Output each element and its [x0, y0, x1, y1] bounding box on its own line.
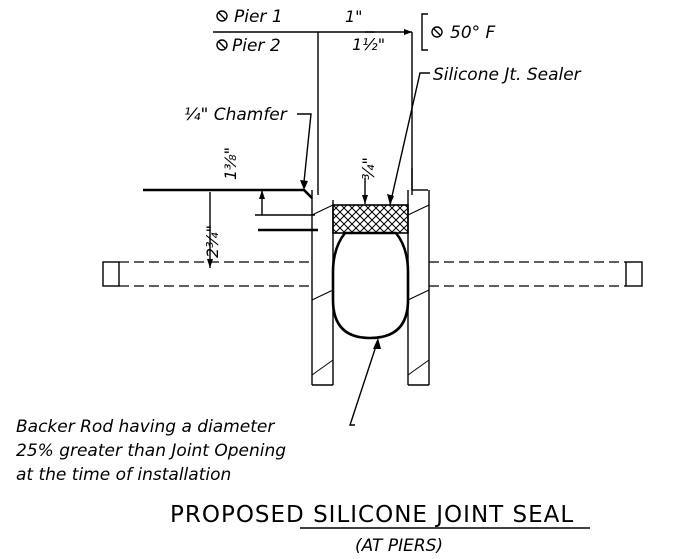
- temp-symbol-icon: [421, 13, 443, 51]
- drawing-subtitle: (AT PIERS): [355, 536, 443, 556]
- arrow-icon: [373, 338, 381, 349]
- backer-note-line3: at the time of installation: [16, 465, 231, 485]
- pier1-symbol-icon: [216, 10, 228, 22]
- drawing-title: PROPOSED SILICONE JOINT SEAL: [170, 502, 574, 528]
- dowel-left: [102, 261, 312, 287]
- arrow-icon: [387, 194, 394, 205]
- chamfer-label: ¼" Chamfer: [184, 105, 288, 125]
- silicone-sealer: [332, 204, 409, 234]
- pier1-label: Pier 1: [234, 7, 283, 27]
- pier2-label: Pier 2: [232, 36, 281, 56]
- backer-note-line2: 25% greater than Joint Opening: [16, 441, 286, 461]
- backer-leader-line: [349, 339, 379, 426]
- dowel-right: [429, 261, 643, 287]
- temp-label: 50° F: [450, 23, 496, 43]
- dim-1-3-8-label: 1⅜": [221, 147, 240, 180]
- dim-1-half-label: 1½": [352, 35, 385, 54]
- chamfer-leader-line: [297, 113, 312, 183]
- dim-1-label: 1": [345, 7, 363, 26]
- backer-rod: [331, 231, 410, 340]
- joint-wall-right: [407, 190, 430, 386]
- backer-note-line1: Backer Rod having a diameter: [16, 417, 275, 437]
- dim-2-3-4-label: 2¾": [203, 225, 222, 258]
- sealer-leader-line: [389, 72, 430, 206]
- pier2-symbol-icon: [216, 39, 228, 51]
- dim-3-4-label: ¾": [359, 157, 378, 180]
- sealer-label: Silicone Jt. Sealer: [433, 65, 582, 85]
- arrow-icon: [300, 180, 308, 190]
- joint-wall-left: [311, 190, 334, 386]
- deck-surface-left: [143, 188, 313, 199]
- arrow-icon: [404, 29, 412, 35]
